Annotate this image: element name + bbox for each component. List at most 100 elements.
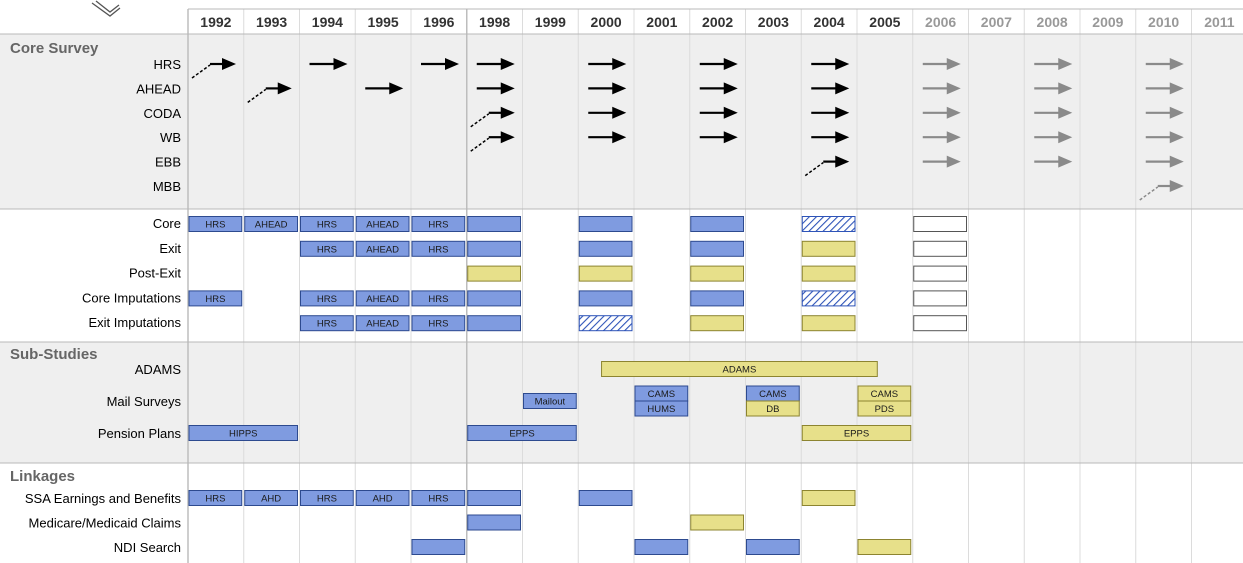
row-label: Core xyxy=(153,216,181,231)
bar-label: HUMS xyxy=(647,404,675,415)
row-label: MBB xyxy=(153,179,181,194)
row-label: Pension Plans xyxy=(98,426,182,441)
arrow-head xyxy=(1169,58,1184,70)
core-survey-title: Core Survey xyxy=(10,40,99,57)
data-bar xyxy=(913,216,967,232)
year-header: 1998 xyxy=(479,14,510,30)
bar-label: DB xyxy=(766,404,779,415)
planned-wave-arrow xyxy=(922,131,961,144)
arrow-head xyxy=(835,58,850,70)
data-bar xyxy=(300,240,354,257)
data-bar xyxy=(913,290,967,307)
entry-dashed-line xyxy=(470,137,490,152)
linkage-bar xyxy=(801,490,856,506)
bar-label: HRS xyxy=(428,220,448,231)
planned-wave-arrow xyxy=(1145,131,1184,144)
bar-label: AHD xyxy=(373,494,393,505)
year-header: 2007 xyxy=(981,14,1012,30)
linkage-bar xyxy=(746,539,800,555)
entry-dashed-line xyxy=(1139,186,1159,201)
bar-label: EPPS xyxy=(509,429,534,440)
row-label: HRS xyxy=(154,57,182,72)
arrow-head xyxy=(1058,131,1073,144)
planned-wave-arrow xyxy=(1145,58,1184,70)
arrow-head xyxy=(612,58,627,70)
wave-arrow xyxy=(699,58,738,70)
data-bar xyxy=(801,315,856,332)
arrow-head xyxy=(946,82,961,95)
linkage-bar xyxy=(857,539,912,555)
row-label: NDI Search xyxy=(114,540,181,555)
arrow-head xyxy=(835,82,850,95)
linkage-bar xyxy=(188,490,243,506)
arrow-head xyxy=(1169,155,1184,168)
sub-study-bar xyxy=(523,393,577,409)
bar-label: HRS xyxy=(205,494,225,505)
arrow-head xyxy=(612,82,627,95)
year-header: 1993 xyxy=(256,14,287,30)
year-header: 2008 xyxy=(1037,14,1068,30)
planned-wave-arrow xyxy=(1034,131,1073,144)
wave-arrows xyxy=(191,58,1184,201)
arrow-head xyxy=(389,82,404,95)
sub-study-bar xyxy=(188,425,298,441)
arrow-head xyxy=(723,106,738,119)
wave-arrow xyxy=(811,131,850,144)
planned-wave-arrow xyxy=(1145,155,1184,168)
bar-label: AHEAD xyxy=(366,220,399,231)
wave-arrow xyxy=(470,131,515,152)
wave-arrow xyxy=(811,82,850,95)
linkage-bar xyxy=(411,539,466,555)
wave-arrow xyxy=(476,82,515,95)
data-bar xyxy=(801,265,856,282)
data-bar xyxy=(467,315,521,332)
arrow-head xyxy=(835,155,850,168)
arrow-head xyxy=(1058,155,1073,168)
wave-arrow xyxy=(247,82,292,104)
section-dividers xyxy=(0,8,1243,464)
data-bar xyxy=(578,290,633,307)
arrow-head xyxy=(1058,58,1073,70)
data-bar xyxy=(801,216,856,232)
bar-label: AHEAD xyxy=(255,220,288,231)
arrow-head xyxy=(500,131,515,144)
bar-label: HIPPS xyxy=(229,429,258,440)
bar-label: HRS xyxy=(428,319,448,330)
data-bar xyxy=(355,315,410,332)
row-label: Core Imputations xyxy=(82,290,181,305)
row-label: ADAMS xyxy=(135,362,182,377)
data-bar xyxy=(244,216,298,232)
row-label: EBB xyxy=(155,155,181,170)
wave-arrow xyxy=(699,82,738,95)
data-bar xyxy=(355,216,410,232)
row-label: AHEAD xyxy=(136,81,181,96)
row-label: Exit xyxy=(159,241,181,256)
arrow-head xyxy=(445,58,459,70)
bar-label: HRS xyxy=(317,244,337,255)
row-labels: HRSAHEADCODAWBEBBMBBCoreExitPost-ExitCor… xyxy=(25,57,182,555)
data-bar xyxy=(578,265,633,282)
data-bar xyxy=(300,290,354,307)
year-header: 1994 xyxy=(312,14,343,30)
year-header: 1996 xyxy=(423,14,454,30)
bar-label: AHEAD xyxy=(366,319,399,330)
data-bar xyxy=(411,290,466,307)
data-bar xyxy=(467,216,521,232)
linkage-bar xyxy=(244,490,298,506)
data-bar xyxy=(578,240,633,257)
year-header: 2011 xyxy=(1204,14,1235,30)
data-bar xyxy=(411,315,466,332)
data-bar xyxy=(578,216,633,232)
bar-label: AHEAD xyxy=(366,244,399,255)
row-label: WB xyxy=(160,130,181,145)
bar-label: HRS xyxy=(205,294,225,305)
row-label: CODA xyxy=(143,106,181,121)
bar-label: HRS xyxy=(428,494,448,505)
row-label: Medicare/Medicaid Claims xyxy=(29,516,182,531)
planned-wave-arrow xyxy=(922,58,961,70)
bar-label: EPPS xyxy=(844,429,869,440)
bar-label: CAMS xyxy=(871,389,898,400)
arrow-head xyxy=(1169,131,1184,144)
